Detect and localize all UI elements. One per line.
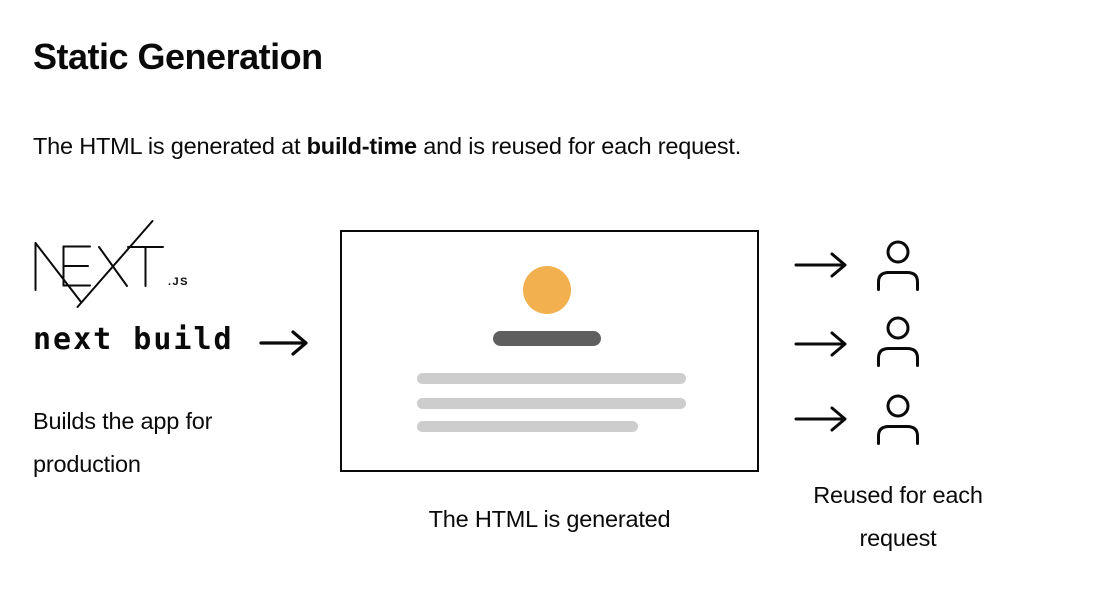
build-arrow-icon <box>259 330 308 356</box>
text-placeholder-bar <box>417 373 686 384</box>
user-icon <box>877 394 919 445</box>
nextjs-logo: .JS <box>34 220 189 308</box>
request-arrow-icon <box>794 252 847 278</box>
request-arrow-icon <box>794 331 847 357</box>
page-title: Static Generation <box>33 36 323 77</box>
nextjs-logo-js-suffix: .JS <box>168 276 189 288</box>
user-icon <box>877 240 919 291</box>
generated-page-preview <box>340 230 759 472</box>
heading-placeholder-bar <box>493 331 601 346</box>
subtitle-prefix: The HTML is generated at <box>33 133 307 159</box>
requests-caption: Reused for each request <box>813 482 983 551</box>
text-placeholder-bar <box>417 398 686 409</box>
text-placeholder-bar-short <box>417 421 638 432</box>
request-arrow-icon <box>794 406 847 432</box>
user-icon <box>877 316 919 367</box>
avatar-circle <box>523 266 571 314</box>
build-description: Builds the app for production <box>33 408 213 477</box>
preview-caption: The HTML is generated <box>428 506 671 532</box>
subtitle-bold-term: build-time <box>306 133 417 159</box>
subtitle: The HTML is generated at build-time and … <box>33 132 741 161</box>
subtitle-suffix: and is reused for each request. <box>416 133 742 159</box>
next-build-command: next build <box>33 322 234 357</box>
nextjs-logo-strokes <box>34 220 164 308</box>
